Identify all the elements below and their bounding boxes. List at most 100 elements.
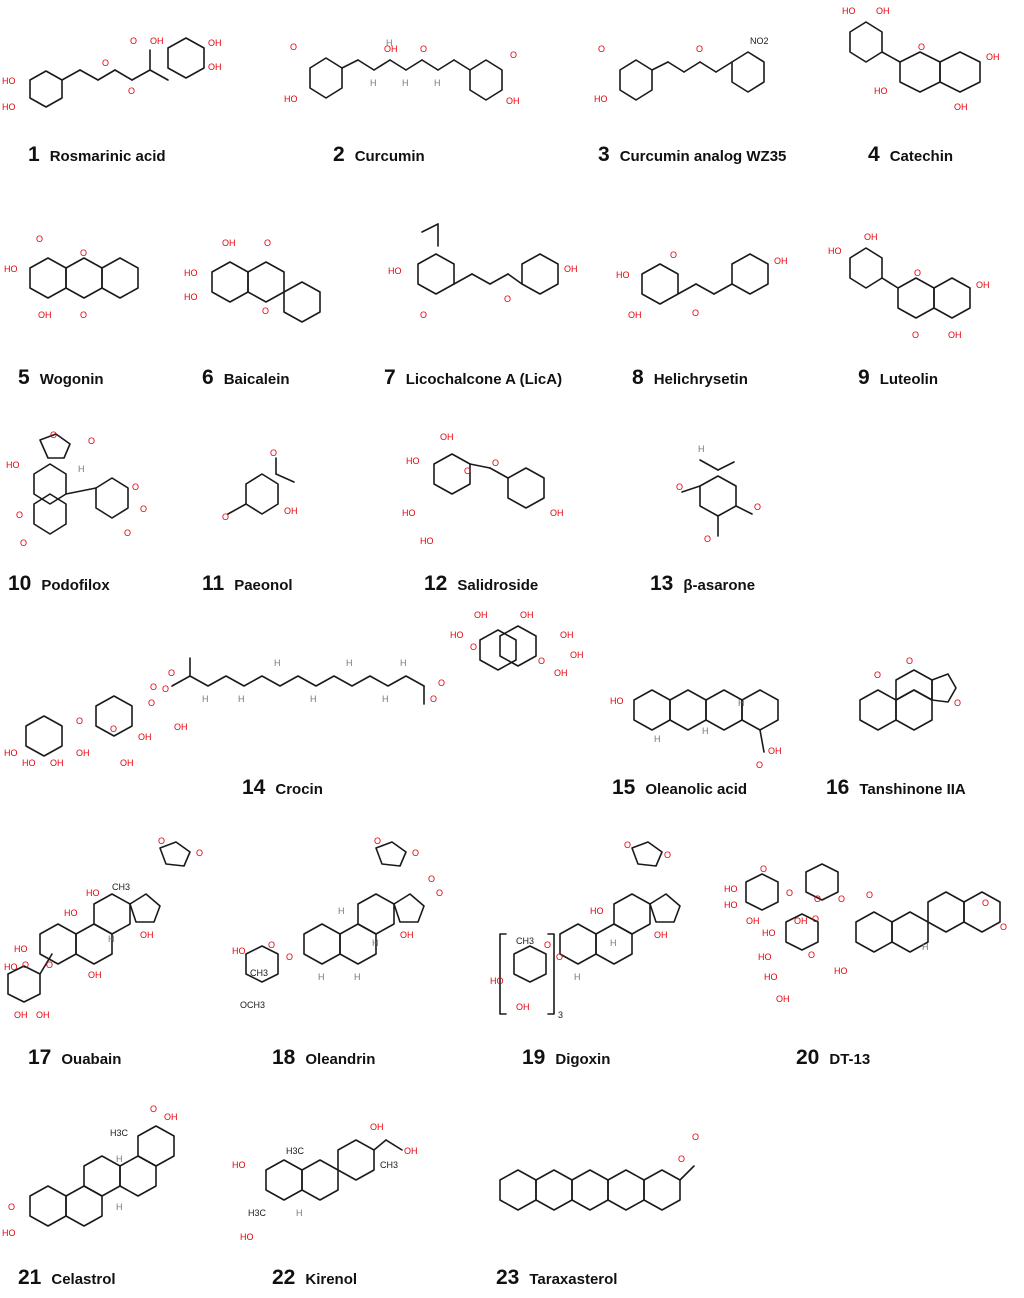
atom-label: OH bbox=[38, 310, 52, 320]
atom-label: OH bbox=[120, 758, 134, 768]
compound-number: 9 bbox=[858, 366, 870, 389]
atom-label: O bbox=[22, 960, 29, 970]
compound-number: 3 bbox=[598, 143, 610, 166]
atom-label: O bbox=[428, 874, 435, 884]
atom-label: H bbox=[238, 694, 245, 704]
atom-label: O bbox=[918, 42, 925, 52]
compound-name: β-asarone bbox=[683, 577, 756, 594]
compound-name: Curcumin analog WZ35 bbox=[619, 148, 787, 165]
structure-wogonin: O HO O OH O bbox=[0, 228, 180, 348]
atom-label: H bbox=[654, 734, 661, 744]
atom-label: O bbox=[130, 36, 137, 46]
atom-label: OH bbox=[284, 506, 298, 516]
atom-label: OH bbox=[976, 280, 990, 290]
atom-label: O bbox=[264, 238, 271, 248]
atom-label: OH bbox=[794, 916, 808, 926]
atom-label: O bbox=[262, 306, 269, 316]
atom-label: HO bbox=[610, 696, 624, 706]
atom-label: O bbox=[148, 698, 155, 708]
atom-label: HO bbox=[724, 900, 738, 910]
atom-label: O bbox=[464, 466, 471, 476]
atom-label: O bbox=[436, 888, 443, 898]
atom-label: OH bbox=[776, 994, 790, 1004]
structure-celastrol: H3C OH O O HO H H bbox=[0, 1104, 220, 1266]
atom-label: OH bbox=[150, 36, 164, 46]
atom-label: O bbox=[1000, 922, 1007, 932]
atom-label: O bbox=[222, 512, 229, 522]
atom-label: O bbox=[46, 960, 53, 970]
atom-label: O bbox=[492, 458, 499, 468]
atom-label: HO bbox=[402, 508, 416, 518]
atom-label: OH bbox=[986, 52, 1000, 62]
atom-label: O bbox=[420, 44, 427, 54]
atom-label: O bbox=[430, 694, 437, 704]
atom-label: OH bbox=[50, 758, 64, 768]
atom-label: OH bbox=[208, 62, 222, 72]
compound-caption: 3 Curcumin analog WZ35 bbox=[598, 143, 786, 167]
compound-number: 19 bbox=[522, 1046, 546, 1069]
compound-name: Licochalcone A (LicA) bbox=[405, 371, 563, 388]
atom-label: HO bbox=[86, 888, 100, 898]
atom-label: OH bbox=[370, 1122, 384, 1132]
atom-label: H bbox=[610, 938, 617, 948]
atom-label: O bbox=[624, 840, 631, 850]
structure-podofilox: O O HO H O O O O O bbox=[0, 428, 200, 564]
atom-label: O bbox=[812, 914, 819, 924]
atom-label: O bbox=[678, 1154, 685, 1164]
atom-label: O bbox=[538, 656, 545, 666]
compound-name: Crocin bbox=[275, 781, 323, 798]
atom-label: HO bbox=[406, 456, 420, 466]
compound-name: Baicalein bbox=[223, 371, 290, 388]
atom-label: O bbox=[510, 50, 517, 60]
atom-label: O bbox=[982, 898, 989, 908]
atom-label: H bbox=[382, 694, 389, 704]
atom-label: H bbox=[574, 972, 581, 982]
atom-label: O bbox=[20, 538, 27, 548]
atom-label: O bbox=[756, 760, 763, 770]
atom-label: OH bbox=[88, 970, 102, 980]
compound-number: 11 bbox=[202, 572, 225, 595]
atom-label: O bbox=[556, 952, 563, 962]
atom-label: O bbox=[760, 864, 767, 874]
compound-number: 21 bbox=[18, 1266, 42, 1289]
atom-label: H bbox=[354, 972, 361, 982]
atom-label: H bbox=[386, 38, 393, 48]
atom-label: HO bbox=[64, 908, 78, 918]
atom-label: O bbox=[8, 1202, 15, 1212]
structure-digoxin: O O HO CH3 O O HO OH H H OH 3 bbox=[486, 834, 716, 1024]
compound-name: Oleandrin bbox=[305, 1051, 376, 1068]
atom-label: OH bbox=[440, 432, 454, 442]
structure-dt-13: HO O O O HO OH O O O HO HO O HO OH O O H… bbox=[716, 862, 1024, 1032]
atom-label: HO bbox=[284, 94, 298, 104]
atom-label: OH bbox=[564, 264, 578, 274]
atom-label: HO bbox=[2, 1228, 16, 1238]
atom-label: OH bbox=[654, 930, 668, 940]
atom-label: NO2 bbox=[750, 36, 769, 46]
atom-label: O bbox=[676, 482, 683, 492]
atom-label: OH bbox=[516, 1002, 530, 1012]
atom-label: O bbox=[124, 528, 131, 538]
structure-baicalein: OH O HO HO O bbox=[180, 236, 360, 346]
atom-label: H bbox=[296, 1208, 303, 1218]
atom-label: O bbox=[158, 836, 165, 846]
atom-label: H bbox=[372, 938, 379, 948]
atom-label: OH bbox=[954, 102, 968, 112]
atom-label: H bbox=[370, 78, 377, 88]
structure-helichrysetin: HO O OH O OH bbox=[612, 238, 812, 348]
atom-label: HO bbox=[762, 928, 776, 938]
atom-label: O bbox=[470, 642, 477, 652]
atom-label: OH bbox=[164, 1112, 178, 1122]
structure-catechin: HO OH O OH HO OH bbox=[830, 2, 1024, 132]
atom-label: OH bbox=[520, 610, 534, 620]
atom-label: OH bbox=[550, 508, 564, 518]
compound-number: 1 bbox=[28, 143, 40, 166]
compound-name: Celastrol bbox=[51, 1271, 116, 1288]
compound-name: DT-13 bbox=[829, 1051, 871, 1068]
atom-label: HO bbox=[232, 1160, 246, 1170]
atom-label: HO bbox=[184, 268, 198, 278]
